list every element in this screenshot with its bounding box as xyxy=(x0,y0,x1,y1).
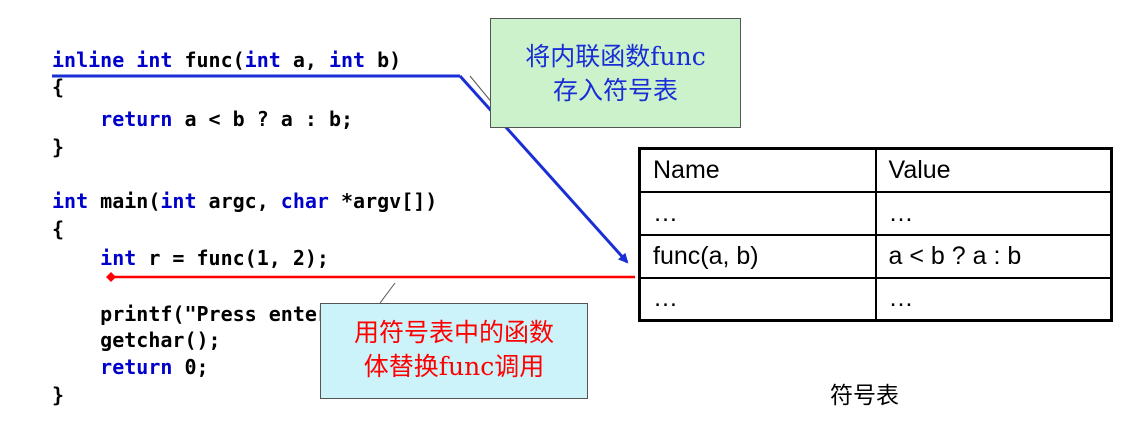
callout-store-line-1: 将内联函数func xyxy=(525,42,706,71)
code-keyword: int xyxy=(328,48,366,72)
cell-name: … xyxy=(638,276,877,322)
code-line: { xyxy=(52,75,64,99)
store-arrow xyxy=(458,74,629,264)
code-keyword: inline xyxy=(52,48,125,72)
symbol-table-caption: 符号表 xyxy=(830,383,899,409)
code-line: inline int func(int a, int b) xyxy=(52,48,401,72)
cell-name: func(a, b) xyxy=(638,233,877,279)
code-token: b) xyxy=(365,48,402,72)
code-token: } xyxy=(52,135,65,159)
red-diamond-end xyxy=(106,272,116,282)
code-token: a < b ? a : b; xyxy=(172,107,354,131)
code-token: r = func(1, 2); xyxy=(136,246,329,270)
code-keyword: int xyxy=(100,246,137,270)
code-line: int r = func(1, 2); xyxy=(52,246,329,270)
code-token: { xyxy=(52,217,65,241)
code-keyword: int xyxy=(52,189,89,213)
callout-store-line-2: 存入符号表 xyxy=(552,76,678,105)
callout-replace-line-1: 用符号表中的函数 xyxy=(353,318,554,347)
code-line: } xyxy=(52,135,64,159)
code-token: a, xyxy=(280,48,329,72)
code-keyword: int xyxy=(160,189,197,213)
code-keyword: return xyxy=(100,107,173,131)
code-token: *argv[]) xyxy=(328,189,438,213)
code-token xyxy=(52,107,100,131)
code-keyword: int xyxy=(244,48,281,72)
callout-replace-line-2: 体替换func调用 xyxy=(363,352,545,381)
cell-value: … xyxy=(874,276,1113,322)
callout-replace-call: 用符号表中的函数 体替换func调用 xyxy=(320,303,588,399)
code-keyword: int xyxy=(136,48,173,72)
code-token xyxy=(52,246,100,270)
header-name: Name xyxy=(638,147,877,193)
code-token: 0; xyxy=(172,355,209,379)
code-line: return a < b ? a : b; xyxy=(52,107,353,131)
code-keyword: return xyxy=(100,355,173,379)
callout-store-in-symbol-table: 将内联函数func 存入符号表 xyxy=(490,18,741,128)
code-keyword: char xyxy=(280,189,329,213)
code-line: { xyxy=(52,217,64,241)
cell-value: … xyxy=(874,190,1113,236)
code-token: getchar(); xyxy=(52,328,221,352)
cell-name: … xyxy=(638,190,877,236)
table-row: … … xyxy=(638,190,1113,236)
table-row: … … xyxy=(638,276,1113,322)
code-line: } xyxy=(52,383,64,407)
table-row: func(a, b) a < b ? a : b xyxy=(638,233,1113,279)
code-line: return 0; xyxy=(52,355,209,379)
code-token: } xyxy=(52,383,65,407)
code-token: argc, xyxy=(196,189,281,213)
callout-replace-pointer xyxy=(379,282,396,304)
cell-value: a < b ? a : b xyxy=(874,233,1113,279)
code-line: getchar(); xyxy=(52,328,221,352)
code-token: func( xyxy=(172,48,245,72)
code-token xyxy=(124,48,136,72)
code-token xyxy=(52,355,100,379)
code-token: { xyxy=(52,75,65,99)
table-header-row: Name Value xyxy=(638,147,1113,193)
symbol-table: Name Value … … func(a, b) a < b ? a : b … xyxy=(638,147,1113,322)
code-token: main( xyxy=(88,189,161,213)
header-value: Value xyxy=(874,147,1113,193)
code-line: int main(int argc, char *argv[]) xyxy=(52,189,437,213)
